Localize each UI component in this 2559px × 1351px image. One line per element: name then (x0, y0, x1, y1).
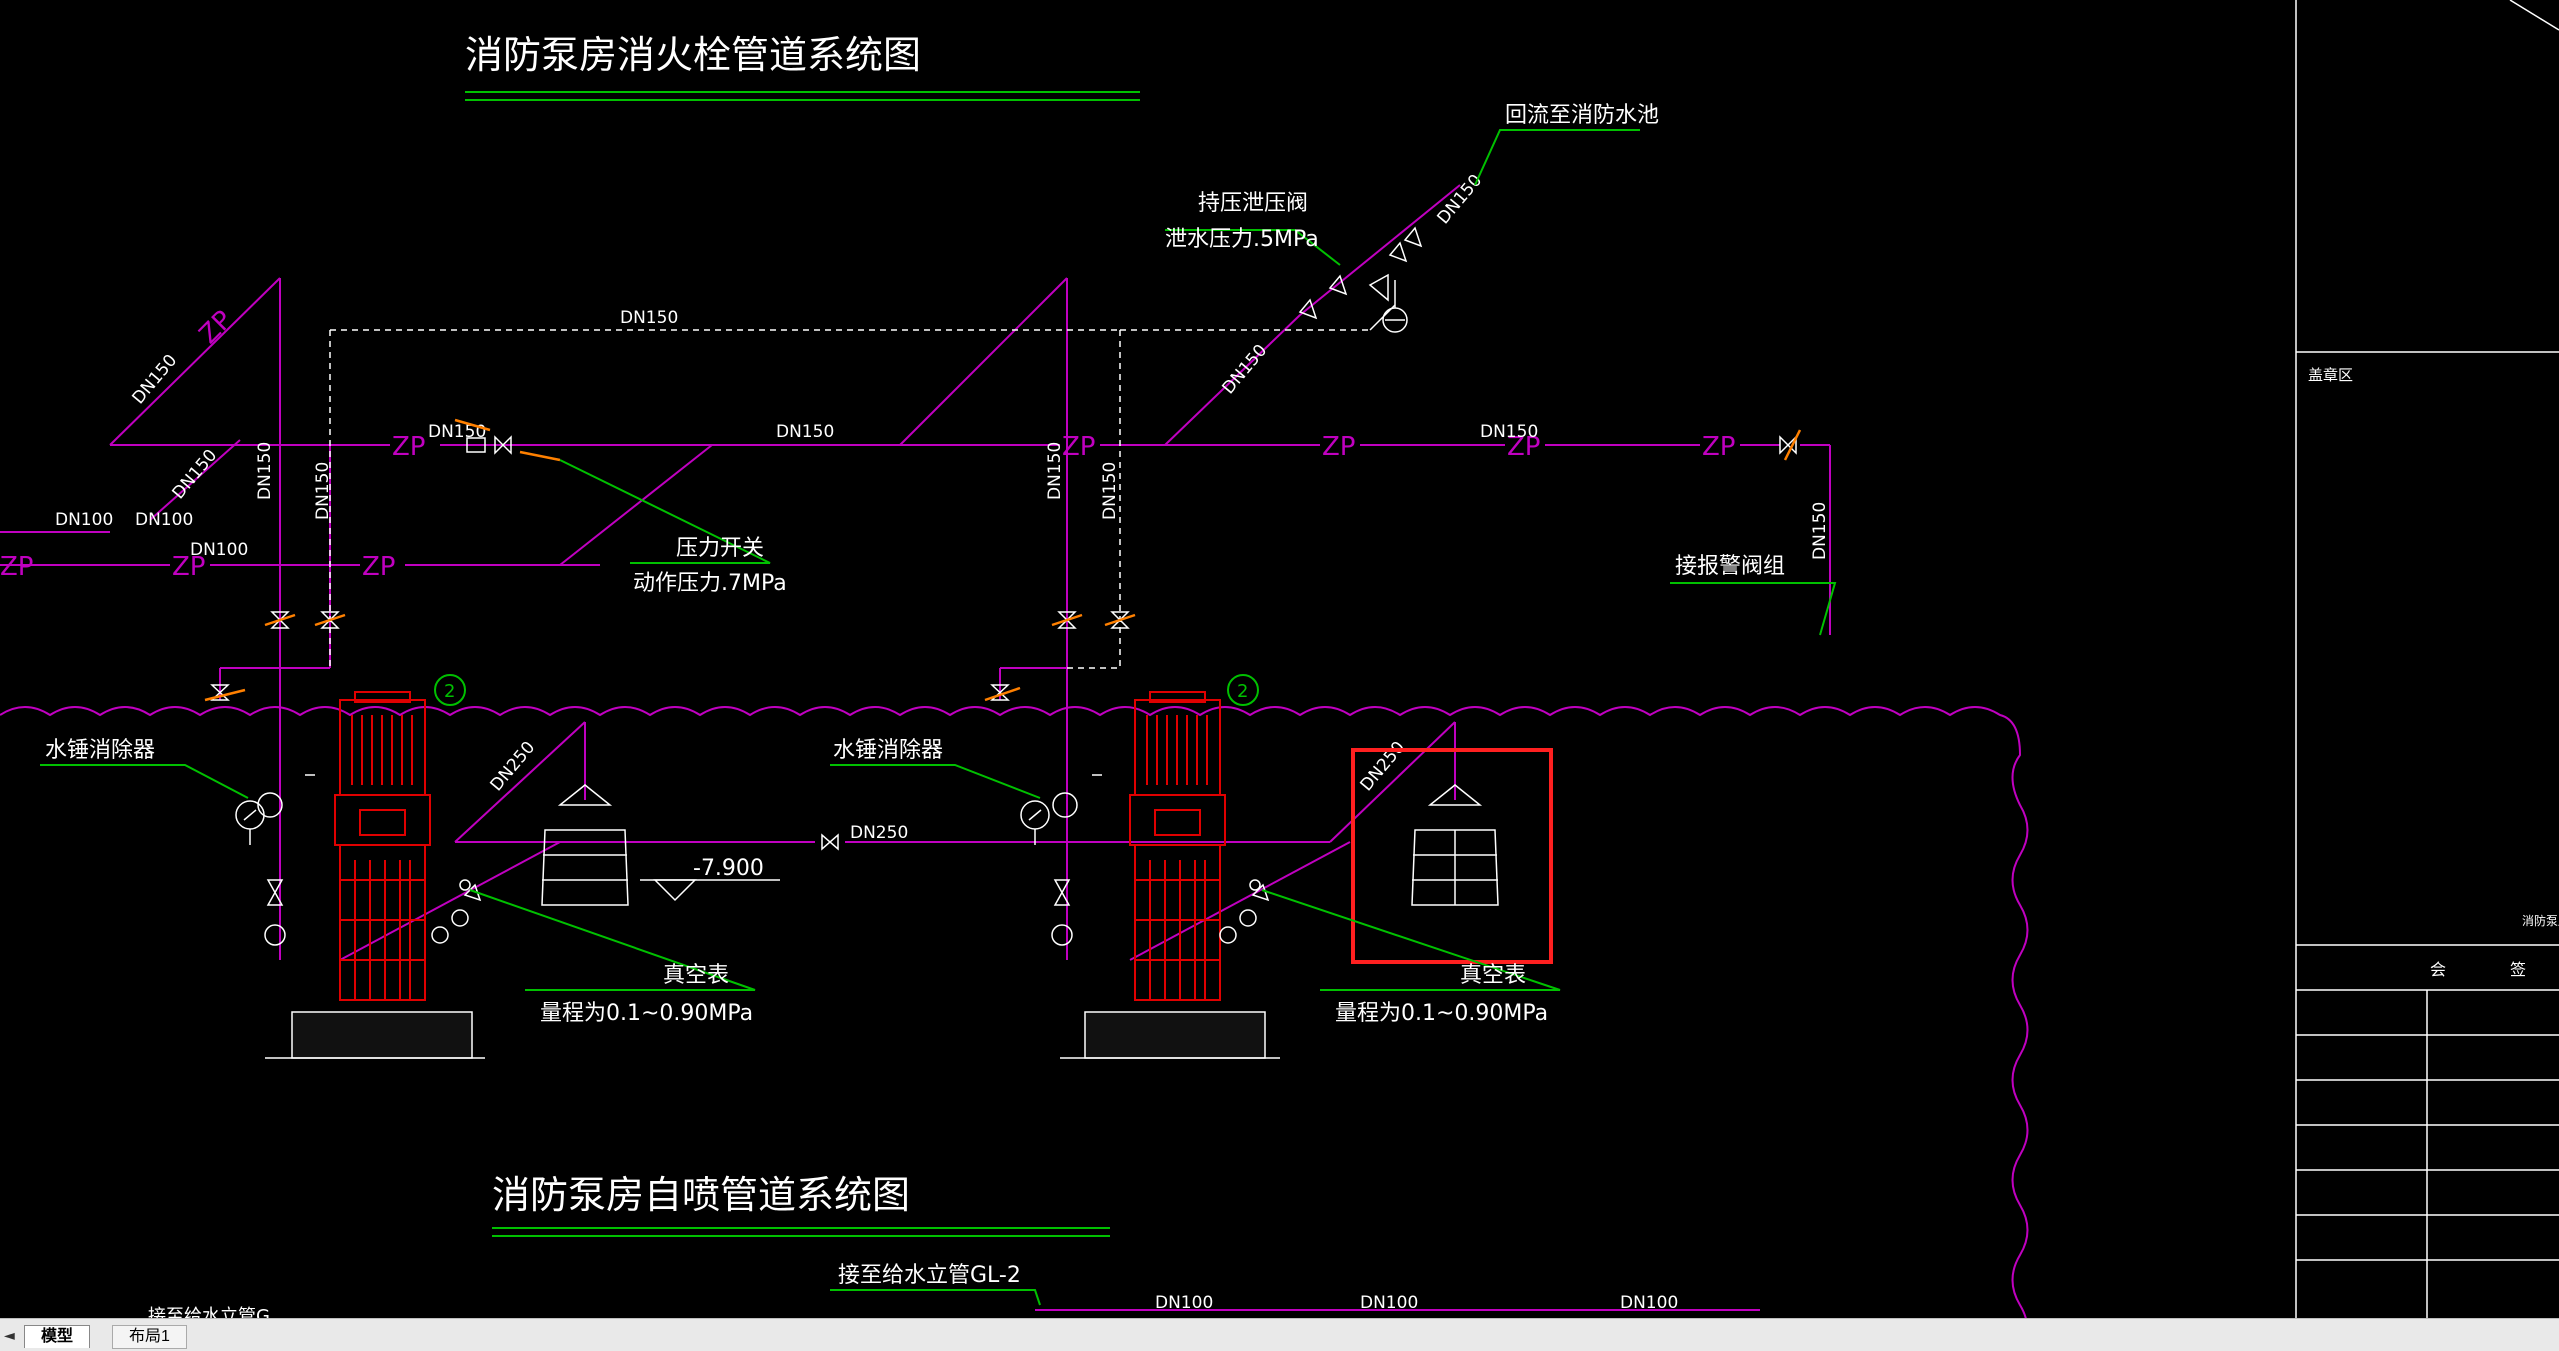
relief-pressure-label: 泄水压力.5MPa (1165, 227, 1319, 252)
dn-label: DN100 (55, 510, 113, 530)
water-hammer-left-label: 水锤消除器 (45, 738, 155, 763)
return-to-pool-label: 回流至消防水池 (1505, 103, 1659, 128)
zp-label: ZP (362, 552, 396, 582)
foot-valve-right (1411, 784, 1499, 906)
dn-label: DN150 (255, 442, 275, 500)
pressure-relief-valve-label: 持压泄压阀 (1198, 191, 1308, 216)
valve-accents (204, 418, 1802, 702)
pump-base-left (265, 1011, 485, 1059)
side-col2: 签 (2510, 960, 2526, 979)
foot-valve-left (541, 784, 629, 906)
elevation-marker: -7.900 (640, 856, 780, 902)
action-pressure-label: 动作压力.7MPa (633, 571, 787, 596)
dn-label: DN150 (620, 308, 678, 328)
hydrant-title-underline (465, 91, 1140, 101)
valves (210, 226, 1797, 946)
highlight-box (1351, 748, 1553, 964)
svg-text:2: 2 (444, 681, 455, 702)
connect-riser-cut-label: 接至给水立管G... (148, 1306, 287, 1318)
zp-label: ZP (172, 552, 206, 582)
zp-label: ZP (1507, 432, 1541, 462)
pressure-switch-label: 压力开关 (676, 536, 764, 561)
zp-label: ZP (0, 552, 34, 582)
revision-cloud (0, 706, 2029, 1351)
range-right-label: 量程为0.1~0.90MPa (1335, 1001, 1548, 1026)
tab-model[interactable]: 模型 (24, 1325, 91, 1348)
pump-number-left: 2 (434, 674, 466, 706)
dn-label: DN150 (776, 422, 834, 442)
dn-label: DN150 (313, 462, 333, 520)
svg-text:2: 2 (1237, 681, 1248, 702)
dn-label: DN100 (1360, 1293, 1418, 1313)
pipe-network (0, 184, 1831, 1311)
tab-layout1[interactable]: 布局1 (112, 1325, 187, 1349)
pump-number-right: 2 (1227, 674, 1259, 706)
dn-label: DN150 (428, 422, 486, 442)
tab-nav-arrow-icon[interactable]: ◄ (4, 1328, 15, 1344)
sprinkler-system-title: 消防泵房自喷管道系统图 (492, 1173, 910, 1217)
vacuum-gauge-left-label: 真空表 (663, 963, 729, 988)
fire-pump-left[interactable] (334, 691, 431, 1001)
title-block (2295, 0, 2559, 1318)
dn-label: DN100 (1155, 1293, 1213, 1313)
range-left-label: 量程为0.1~0.90MPa (540, 1001, 753, 1026)
dn-label: DN100 (135, 510, 193, 530)
zp-label: ZP (1702, 432, 1736, 462)
svg-text:-7.900: -7.900 (693, 856, 764, 881)
dn-label: DN150 (1045, 442, 1065, 500)
connect-riser-label: 接至给水立管GL-2 (838, 1263, 1021, 1288)
dashed-lines (329, 329, 1370, 669)
leader-lines (40, 129, 1837, 1306)
vacuum-gauge-right-label: 真空表 (1460, 963, 1526, 988)
dn-label: DN100 (190, 540, 248, 560)
dn-label: DN150 (1100, 462, 1120, 520)
hydrant-system-title: 消防泵房消火栓管道系统图 (465, 33, 921, 77)
dn-label: DN150 (1810, 502, 1830, 560)
sprinkler-title-underline (492, 1227, 1110, 1237)
side-label: 盖章区 (2308, 366, 2353, 384)
zp-label: ZP (392, 432, 426, 462)
fire-pump-right[interactable] (1129, 691, 1226, 1001)
alarm-valve-group-label: 接报警阀组 (1675, 554, 1785, 579)
pump-base-right (1060, 1011, 1280, 1059)
zp-label: ZP (1062, 432, 1096, 462)
side-col1: 会 (2430, 960, 2446, 979)
zp-label: ZP (1322, 432, 1356, 462)
dn-label: DN150 (1480, 422, 1538, 442)
dn-label: DN100 (1620, 1293, 1678, 1313)
side-label-small: 消防泵房 (2522, 913, 2559, 928)
layout-tab-bar: ◄ 模型 布局1 (0, 1318, 2559, 1351)
water-hammer-right-label: 水锤消除器 (833, 738, 943, 763)
dn-label: DN250 (850, 823, 908, 843)
annotations: 回流至消防水池 持压泄压阀 泄水压力.5MPa 压力开关 动作压力.7MPa 接… (45, 103, 1785, 1327)
